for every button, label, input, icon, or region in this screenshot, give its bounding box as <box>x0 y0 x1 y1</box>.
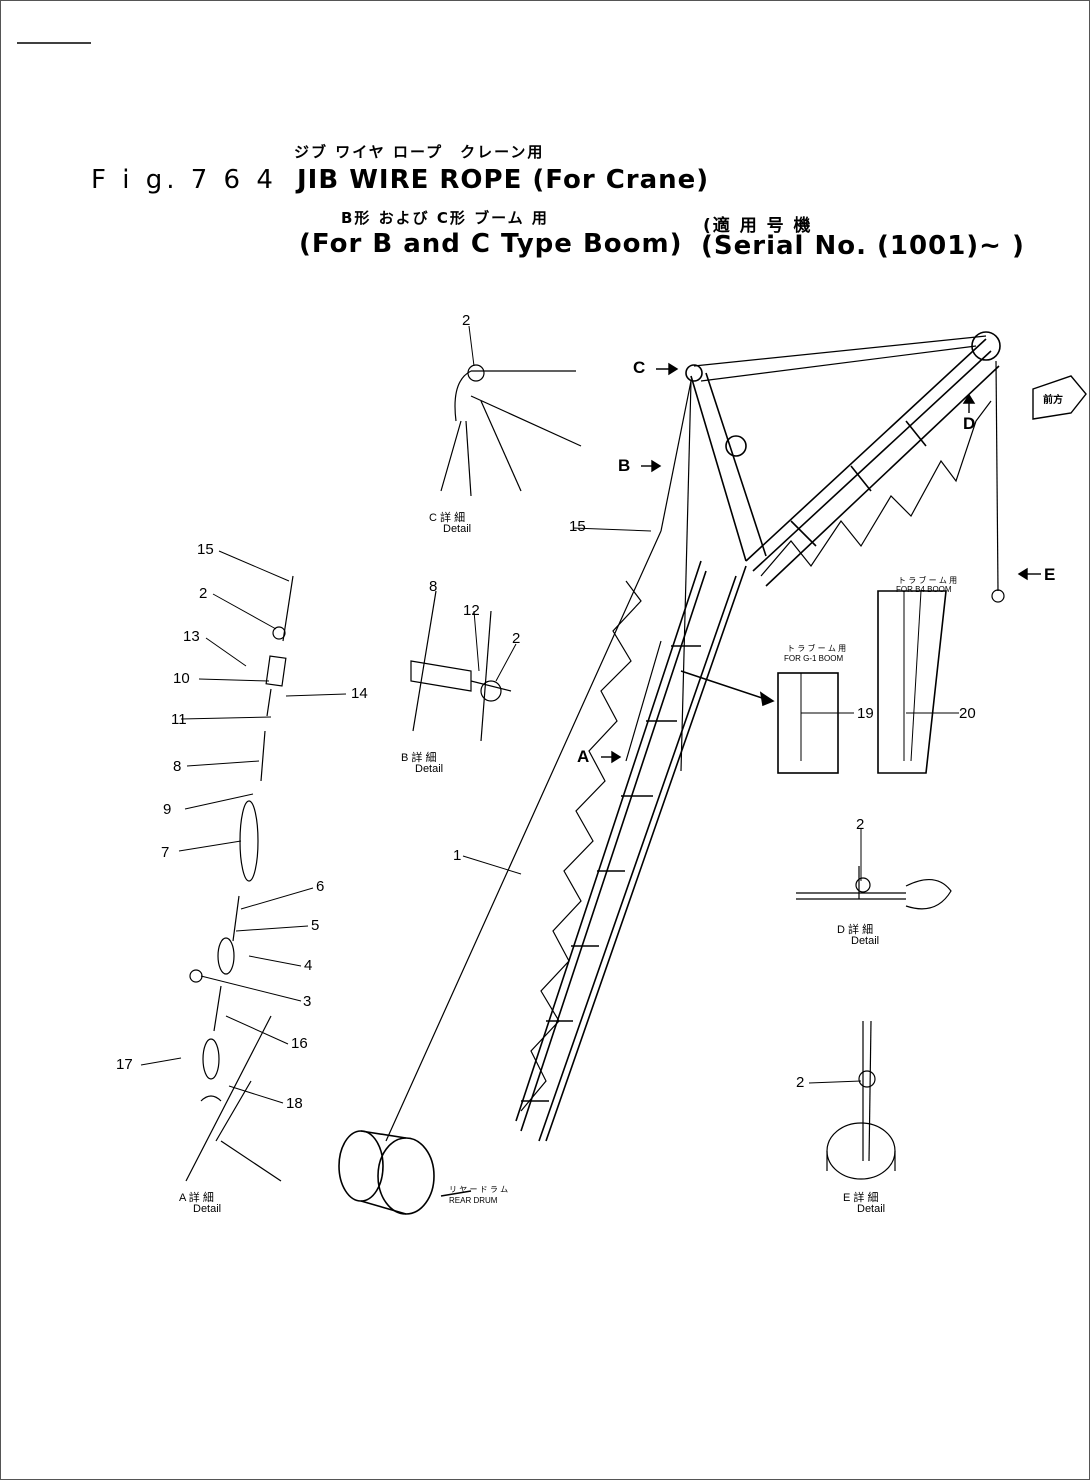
figure-title: JIB WIRE ROPE (For Crane) <box>297 165 710 195</box>
part-9: 9 <box>163 801 172 818</box>
box-19 <box>777 672 839 774</box>
part-8: 8 <box>173 758 182 775</box>
jp-title: ジブ ワイヤ ロープ クレーン用 <box>294 143 545 161</box>
detail-en: Detail <box>857 1203 886 1215</box>
box-20-en: FOR B4 BOOM <box>896 585 952 594</box>
detail-b <box>410 590 512 742</box>
part-12: 12 <box>463 602 480 619</box>
detail-a <box>185 575 294 1182</box>
part-11: 11 <box>171 711 187 728</box>
part-3: 3 <box>303 993 312 1010</box>
marker-d: D <box>963 414 976 433</box>
figure-number: F i g. 7 6 4 <box>91 165 277 195</box>
drum-caption-en: REAR DRUM <box>449 1196 498 1205</box>
detail-e <box>826 1020 896 1180</box>
part-20: 20 <box>959 705 976 722</box>
serial-number: (Serial No. (1001)~ ) <box>701 231 1025 261</box>
part-2: 2 <box>199 585 208 602</box>
marker-e: E <box>1044 565 1056 584</box>
main-boom <box>515 560 747 1142</box>
front-direction-box <box>1032 375 1087 420</box>
part-16: 16 <box>291 1035 308 1052</box>
leader-arrow <box>680 670 772 702</box>
part-19: 19 <box>857 705 874 722</box>
detail-letter: C <box>429 512 437 524</box>
part-6: 6 <box>316 878 325 895</box>
box-19-en: FOR G-1 BOOM <box>784 654 844 663</box>
detail-b-caption: B 詳 細 Detail <box>401 753 443 775</box>
detail-jp: 詳 細 <box>848 924 874 936</box>
arrow-head <box>759 691 775 707</box>
part-17: 17 <box>116 1056 133 1073</box>
detail-en: Detail <box>851 935 880 947</box>
part-10: 10 <box>173 670 190 687</box>
part-13: 13 <box>183 628 200 645</box>
box-20 <box>877 590 947 774</box>
detail-letter: D <box>837 924 845 936</box>
detail-jp: 詳 細 <box>411 752 437 764</box>
detail-jp: 詳 細 <box>853 1192 879 1204</box>
jib-strut <box>685 364 767 562</box>
marker-c: C <box>633 358 646 377</box>
detail-letter: E <box>843 1192 851 1204</box>
jp-subtitle: B形 および C形 ブーム 用 <box>341 209 549 227</box>
part-18: 18 <box>286 1095 303 1112</box>
marker-arrows <box>601 362 1041 764</box>
part-14: 14 <box>351 685 368 702</box>
detail-d-caption: D 詳 細 Detail <box>837 925 879 947</box>
drum-caption-jp: リ ヤ ー ド ラ ム <box>449 1185 509 1194</box>
part-2-top: 2 <box>462 312 471 329</box>
marker-a: A <box>577 747 590 766</box>
part-2-b: 2 <box>512 630 521 647</box>
part-15: 15 <box>197 541 214 558</box>
front-direction-label: 前方 <box>1043 395 1063 406</box>
jib-boom <box>745 331 1001 587</box>
detail-en: Detail <box>193 1203 222 1215</box>
leader-lines <box>140 325 959 1104</box>
part-2-e: 2 <box>796 1074 805 1091</box>
detail-c-top-caption: C 詳 細 Detail <box>429 513 471 535</box>
part-4: 4 <box>304 957 313 974</box>
part-2-d: 2 <box>856 816 865 833</box>
detail-en: Detail <box>415 763 444 775</box>
rear-drum <box>338 1130 472 1215</box>
detail-e-caption: E 詳 細 Detail <box>843 1193 885 1215</box>
part-5: 5 <box>311 917 320 934</box>
marker-b: B <box>618 456 631 475</box>
wire-ropes <box>385 335 1005 1142</box>
detail-letter: B <box>401 752 409 764</box>
box-20-jp: ト ラ ブ ー ム 用 <box>898 576 958 585</box>
detail-en: Detail <box>443 523 472 535</box>
detail-letter: A <box>179 1192 186 1204</box>
detail-c-top <box>440 364 582 497</box>
part-1: 1 <box>453 847 462 864</box>
detail-a-caption: A 詳 細 Detail <box>179 1193 221 1215</box>
box-19-jp: ト ラ ブ ー ム 用 <box>787 644 847 653</box>
part-15-b: 15 <box>569 518 586 535</box>
part-8-b: 8 <box>429 578 438 595</box>
jp-serial: (適 用 号 機 <box>703 216 813 236</box>
figure-subtitle: (For B and C Type Boom) <box>299 229 683 259</box>
detail-jp: 詳 細 <box>188 1192 214 1204</box>
part-7: 7 <box>161 844 170 861</box>
detail-d <box>796 866 952 910</box>
detail-jp: 詳 細 <box>440 512 466 524</box>
